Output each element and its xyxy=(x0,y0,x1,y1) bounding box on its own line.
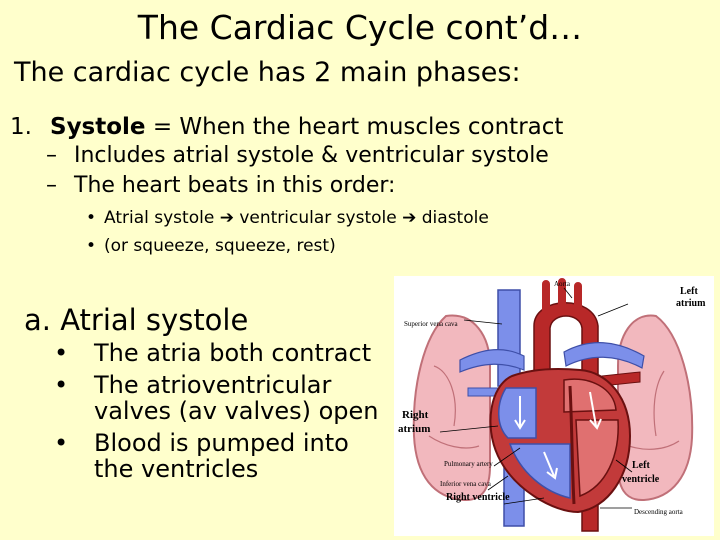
right-atrium-chamber xyxy=(498,387,537,439)
item-number: 1. xyxy=(10,114,32,140)
sub-item-includes: –Includes atrial systole & ventricular s… xyxy=(46,142,549,170)
section-subheading: a. Atrial systole xyxy=(24,303,249,337)
label-left-ventricle-2: ventricle xyxy=(622,474,660,485)
label-left-atrium-1: Left xyxy=(680,286,698,297)
bullet-marker: • xyxy=(54,371,69,399)
right-lung-shape xyxy=(412,314,491,502)
sub-item-text: Includes atrial systole & ventricular sy… xyxy=(74,143,549,168)
list-item-text: Blood is pumped into the ventricles xyxy=(94,429,349,483)
order-sequence: •Atrial systole ➔ ventricular systole ➔ … xyxy=(86,206,489,230)
list-item: • Blood is pumped into the ventricles xyxy=(54,430,394,482)
left-lung-shape xyxy=(617,314,694,502)
label-inferior-vena-cava: Inferior vena cava xyxy=(440,480,492,488)
label-right-atrium-1: Right xyxy=(402,409,429,421)
dash-marker: – xyxy=(46,143,57,168)
dash-marker: – xyxy=(46,173,57,198)
left-ventricle-chamber xyxy=(575,419,619,498)
heart-diagram: Aorta Left atrium Superior vena cava Rig… xyxy=(394,276,714,536)
systole-definition: = When the heart muscles contract xyxy=(145,114,564,140)
bullet-marker: • xyxy=(86,208,97,228)
bullet-marker: • xyxy=(54,339,69,367)
label-aorta: Aorta xyxy=(554,280,571,288)
sequence-part: Atrial systole xyxy=(104,208,220,228)
arrow-icon: ➔ xyxy=(219,208,234,228)
sequence-part: diastole xyxy=(416,208,489,228)
phase-item-1: 1. Systole = When the heart muscles contr… xyxy=(10,112,563,142)
label-left-atrium-2: atrium xyxy=(676,298,706,309)
list-item-text: The atria both contract xyxy=(94,339,372,367)
label-left-ventricle-1: Left xyxy=(632,460,650,471)
sub-item-order: –The heart beats in this order: xyxy=(46,172,395,200)
list-item: • The atria both contract xyxy=(54,340,394,366)
mnemonic-text: (or squeeze, squeeze, rest) xyxy=(104,236,336,256)
sub-item-text: The heart beats in this order: xyxy=(74,173,396,198)
bullet-marker: • xyxy=(54,429,69,457)
label-right-atrium-2: atrium xyxy=(398,423,430,435)
slide-title: The Cardiac Cycle cont’d… xyxy=(137,8,583,47)
arrow-icon: ➔ xyxy=(402,208,417,228)
label-superior-vena-cava: Superior vena cava xyxy=(404,320,459,328)
right-ventricle-chamber xyxy=(508,443,571,499)
label-descending-aorta: Descending aorta xyxy=(634,508,684,516)
label-right-ventricle: Right ventricle xyxy=(446,492,510,503)
bullet-marker: • xyxy=(86,236,97,256)
heart-illustration: Aorta Left atrium Superior vena cava Rig… xyxy=(398,278,706,532)
list-item-text: The atrioventricular valves (av valves) … xyxy=(94,371,379,425)
atrial-systole-list: • The atria both contract • The atrioventr… xyxy=(54,340,394,488)
order-mnemonic: • (or squeeze, squeeze, rest) xyxy=(86,234,336,258)
intro-text: The cardiac cycle has 2 main phases: xyxy=(14,57,521,88)
superior-vena-cava-shape xyxy=(497,289,521,387)
pulmonary-artery-shape xyxy=(459,349,525,373)
sequence-part: ventricular systole xyxy=(233,208,403,228)
list-item: • The atrioventricular valves (av valves)… xyxy=(54,372,394,424)
systole-term: Systole xyxy=(50,114,146,140)
label-pulmonary-artery: Pulmonary artery xyxy=(444,460,493,468)
